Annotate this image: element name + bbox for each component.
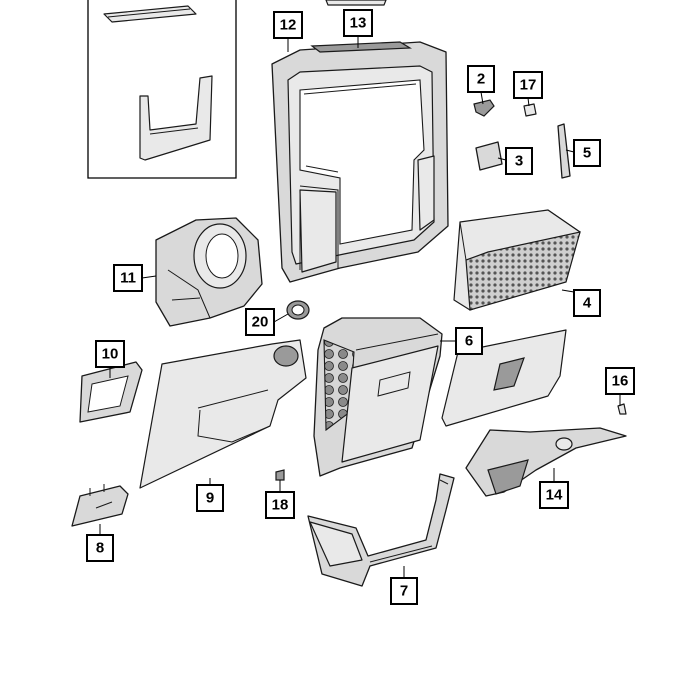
callout-17: 17 — [513, 71, 543, 99]
callout-label-7: 7 — [400, 583, 408, 600]
part-5-bracket — [557, 123, 571, 179]
part-6-center-bracket — [313, 317, 443, 477]
part-18-screw — [275, 469, 285, 481]
callout-7: 7 — [390, 577, 418, 605]
callout-9: 9 — [196, 484, 224, 512]
part-14-duct — [465, 427, 627, 497]
part-8-trim — [71, 484, 129, 527]
part-4-storage-bin — [453, 209, 581, 311]
top-part-fragment — [325, 0, 387, 6]
part-3-switch — [475, 141, 503, 171]
callout-label-17: 17 — [520, 77, 537, 94]
part-9-knee-panel — [139, 339, 307, 489]
callout-12: 12 — [273, 11, 303, 39]
callout-4: 4 — [573, 289, 601, 317]
callout-14: 14 — [539, 481, 569, 509]
callout-label-20: 20 — [252, 314, 269, 331]
callout-label-8: 8 — [96, 540, 104, 557]
callout-18: 18 — [265, 491, 295, 519]
callout-13: 13 — [343, 9, 373, 37]
callout-label-14: 14 — [546, 487, 563, 504]
callout-11: 11 — [113, 264, 143, 292]
callout-label-6: 6 — [465, 333, 473, 350]
callout-2: 2 — [467, 65, 495, 93]
part-16-clip — [617, 403, 627, 415]
callout-label-3: 3 — [515, 153, 523, 170]
part-12-bezel — [271, 41, 449, 283]
inset-frame — [87, 0, 237, 179]
part-7-lower-cover — [307, 473, 455, 587]
callout-label-9: 9 — [206, 490, 214, 507]
callout-label-12: 12 — [280, 17, 297, 34]
callout-label-11: 11 — [120, 270, 136, 287]
callout-16: 16 — [605, 367, 635, 395]
callout-label-10: 10 — [102, 346, 119, 363]
callout-6: 6 — [455, 327, 483, 355]
callout-label-4: 4 — [583, 295, 592, 312]
callout-label-13: 13 — [350, 15, 367, 32]
callout-label-2: 2 — [477, 71, 485, 88]
callout-3: 3 — [505, 147, 533, 175]
part-11-column-cover — [155, 217, 263, 327]
callout-10: 10 — [95, 340, 125, 368]
part-10-bezel — [79, 361, 143, 423]
callout-label-18: 18 — [272, 497, 289, 514]
callout-5: 5 — [573, 139, 601, 167]
part-17-fastener — [523, 103, 537, 117]
callout-8: 8 — [86, 534, 114, 562]
callout-label-5: 5 — [583, 145, 591, 162]
callout-20: 20 — [245, 308, 275, 336]
callout-label-16: 16 — [612, 373, 629, 390]
leader-lines — [99, 36, 621, 578]
part-20-ring — [286, 300, 310, 320]
part-2-clip — [473, 99, 495, 117]
